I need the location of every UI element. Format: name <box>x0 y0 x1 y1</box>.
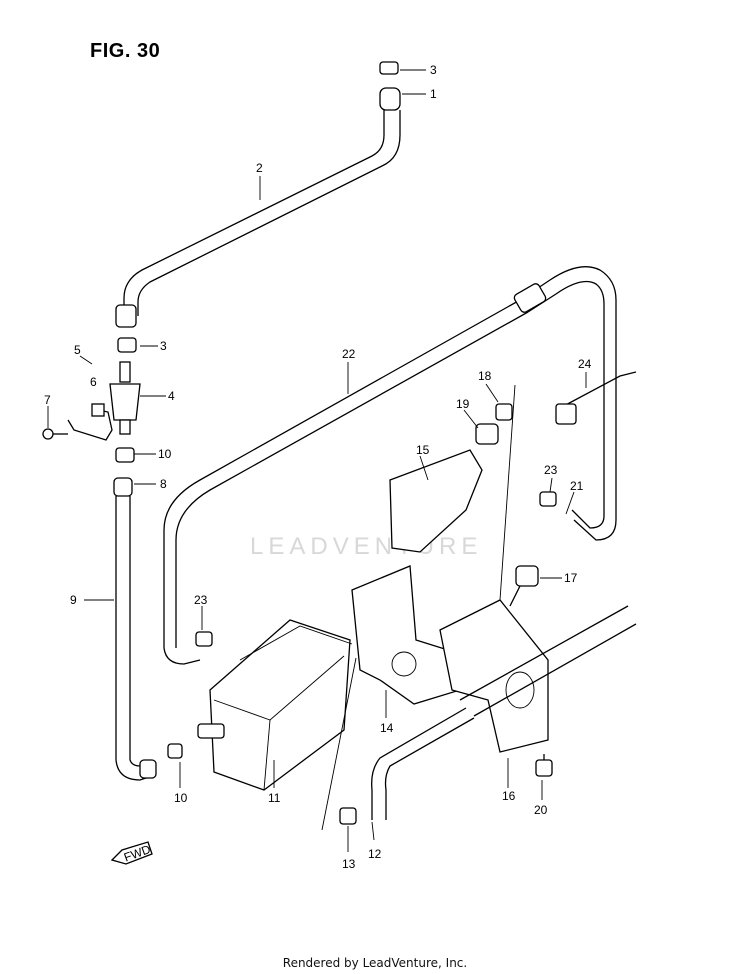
callout-23-right: 23 <box>544 463 558 477</box>
callout-10-bottom: 10 <box>174 791 188 805</box>
callout-1: 1 <box>430 87 437 101</box>
callout-3-top: 3 <box>430 63 437 77</box>
callout-4: 4 <box>168 389 175 403</box>
callout-12: 12 <box>368 847 382 861</box>
watermark: LEADVENTURE <box>250 533 483 560</box>
callout-21: 21 <box>570 479 584 493</box>
leader-lines <box>47 69 587 852</box>
callout-14: 14 <box>380 721 394 735</box>
callout-5: 5 <box>74 343 81 357</box>
fwd-label: FWD <box>122 842 153 865</box>
hose-22 <box>163 266 617 665</box>
bolt-17 <box>509 565 539 607</box>
callout-8: 8 <box>160 477 167 491</box>
clamp-10 <box>115 447 135 463</box>
callout-20: 20 <box>534 803 548 817</box>
callout-6: 6 <box>90 375 97 389</box>
callout-18: 18 <box>478 369 492 383</box>
hose-end-fitting-1 <box>379 61 401 111</box>
clamp-23-left <box>195 631 213 647</box>
callout-11: 11 <box>268 791 281 805</box>
figure-title: FIG. 30 <box>90 40 161 62</box>
callout-19: 19 <box>456 397 470 411</box>
bracket-16 <box>439 599 549 753</box>
clip-24 <box>555 371 637 425</box>
tube-long <box>459 605 637 717</box>
clamp-23-right <box>539 491 557 507</box>
callout-16: 16 <box>502 789 516 803</box>
callout-15: 15 <box>416 443 430 457</box>
hose-12 <box>339 707 475 825</box>
callout-22: 22 <box>342 347 356 361</box>
callout-17: 17 <box>564 571 578 585</box>
bracket-5-6 <box>42 403 113 441</box>
bolt-20 <box>535 754 553 777</box>
footer-credit: Rendered by LeadVenture, Inc. <box>282 956 468 970</box>
callout-9: 9 <box>70 593 77 607</box>
bracket-15 <box>389 403 513 553</box>
callout-10-top: 10 <box>158 447 172 461</box>
callout-3-mid: 3 <box>160 339 167 353</box>
clamp-3 <box>117 337 137 353</box>
callout-13: 13 <box>342 857 356 871</box>
callout-23-left: 23 <box>194 593 208 607</box>
fuel-filter-4 <box>109 361 141 435</box>
callout-7: 7 <box>44 393 51 407</box>
guide-lines <box>321 384 516 831</box>
callout-24: 24 <box>578 357 592 371</box>
canister-11 <box>167 619 353 791</box>
hose-2 <box>115 110 401 328</box>
hose-9 <box>113 477 157 781</box>
fwd-arrow-icon <box>110 841 153 865</box>
callout-2: 2 <box>256 161 263 175</box>
